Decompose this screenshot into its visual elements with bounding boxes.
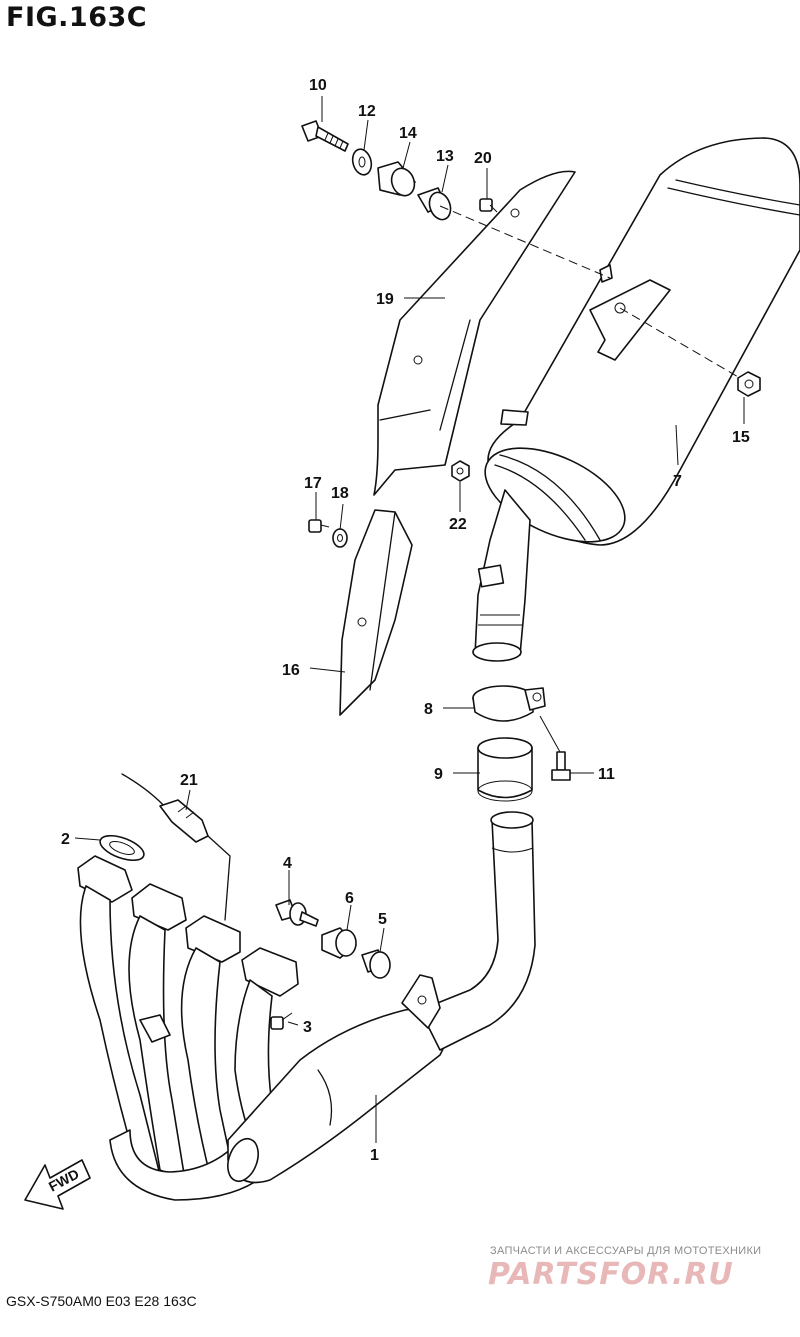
bolt-part-3 [270,1012,293,1030]
nut-part-22 [451,460,470,482]
clamp-part-8 [472,685,546,722]
grommet-part-14 [377,161,416,197]
callout-5: 5 [378,911,387,928]
sensor-part-21 [121,773,231,921]
callout-22: 22 [449,516,467,533]
nut-part-15 [737,371,761,397]
callout-10: 10 [309,77,327,94]
cover-part-16 [339,509,413,716]
collar-part-5 [361,949,391,979]
watermark-logo: PARTSFOR.RU [488,1257,734,1292]
callout-1: 1 [370,1147,379,1164]
callout-21: 21 [180,772,198,789]
washer-part-18 [332,528,348,548]
callout-11: 11 [598,766,615,783]
callout-13: 13 [436,148,454,165]
callout-2: 2 [61,831,70,848]
callout-labels: 1 2 3 4 5 6 7 8 9 10 11 12 13 14 15 16 1… [61,77,750,1164]
bolt-part-11 [539,715,571,781]
gasket-part-2 [99,834,145,862]
bolt-part-4 [275,899,319,927]
bolt-part-10 [301,120,349,152]
screw-part-20 [479,198,498,213]
callout-15: 15 [732,429,750,446]
callout-6: 6 [345,890,354,907]
watermark-tagline: ЗАПЧАСТИ И АКСЕССУАРЫ ДЛЯ МОТОТЕХНИКИ [490,1245,762,1257]
screw-part-17 [308,519,330,533]
callout-14: 14 [399,125,417,142]
exhaust-pipe-part-1 [77,811,536,1201]
callout-19: 19 [376,291,394,308]
collar-part-13 [417,187,452,221]
heat-shield-part-19 [373,170,576,496]
callout-7: 7 [673,473,682,490]
callout-20: 20 [474,150,492,167]
callout-8: 8 [424,701,433,718]
washer-part-12 [351,148,373,176]
callout-4: 4 [283,855,292,872]
grommet-part-6 [321,927,357,959]
gasket-part-9 [477,737,533,802]
model-code-footer: GSX-S750AM0 E03 E28 163C [6,1293,197,1309]
callout-16: 16 [282,662,300,679]
callout-17: 17 [304,475,322,492]
callout-3: 3 [303,1019,312,1036]
figure-title: FIG.163C [6,2,148,33]
leader-lines [74,96,745,1143]
callout-18: 18 [331,485,349,502]
muffler-part-7 [472,137,800,662]
forward-direction-arrow: FWD [24,1159,91,1210]
callout-9: 9 [434,766,443,783]
callout-12: 12 [358,103,376,120]
